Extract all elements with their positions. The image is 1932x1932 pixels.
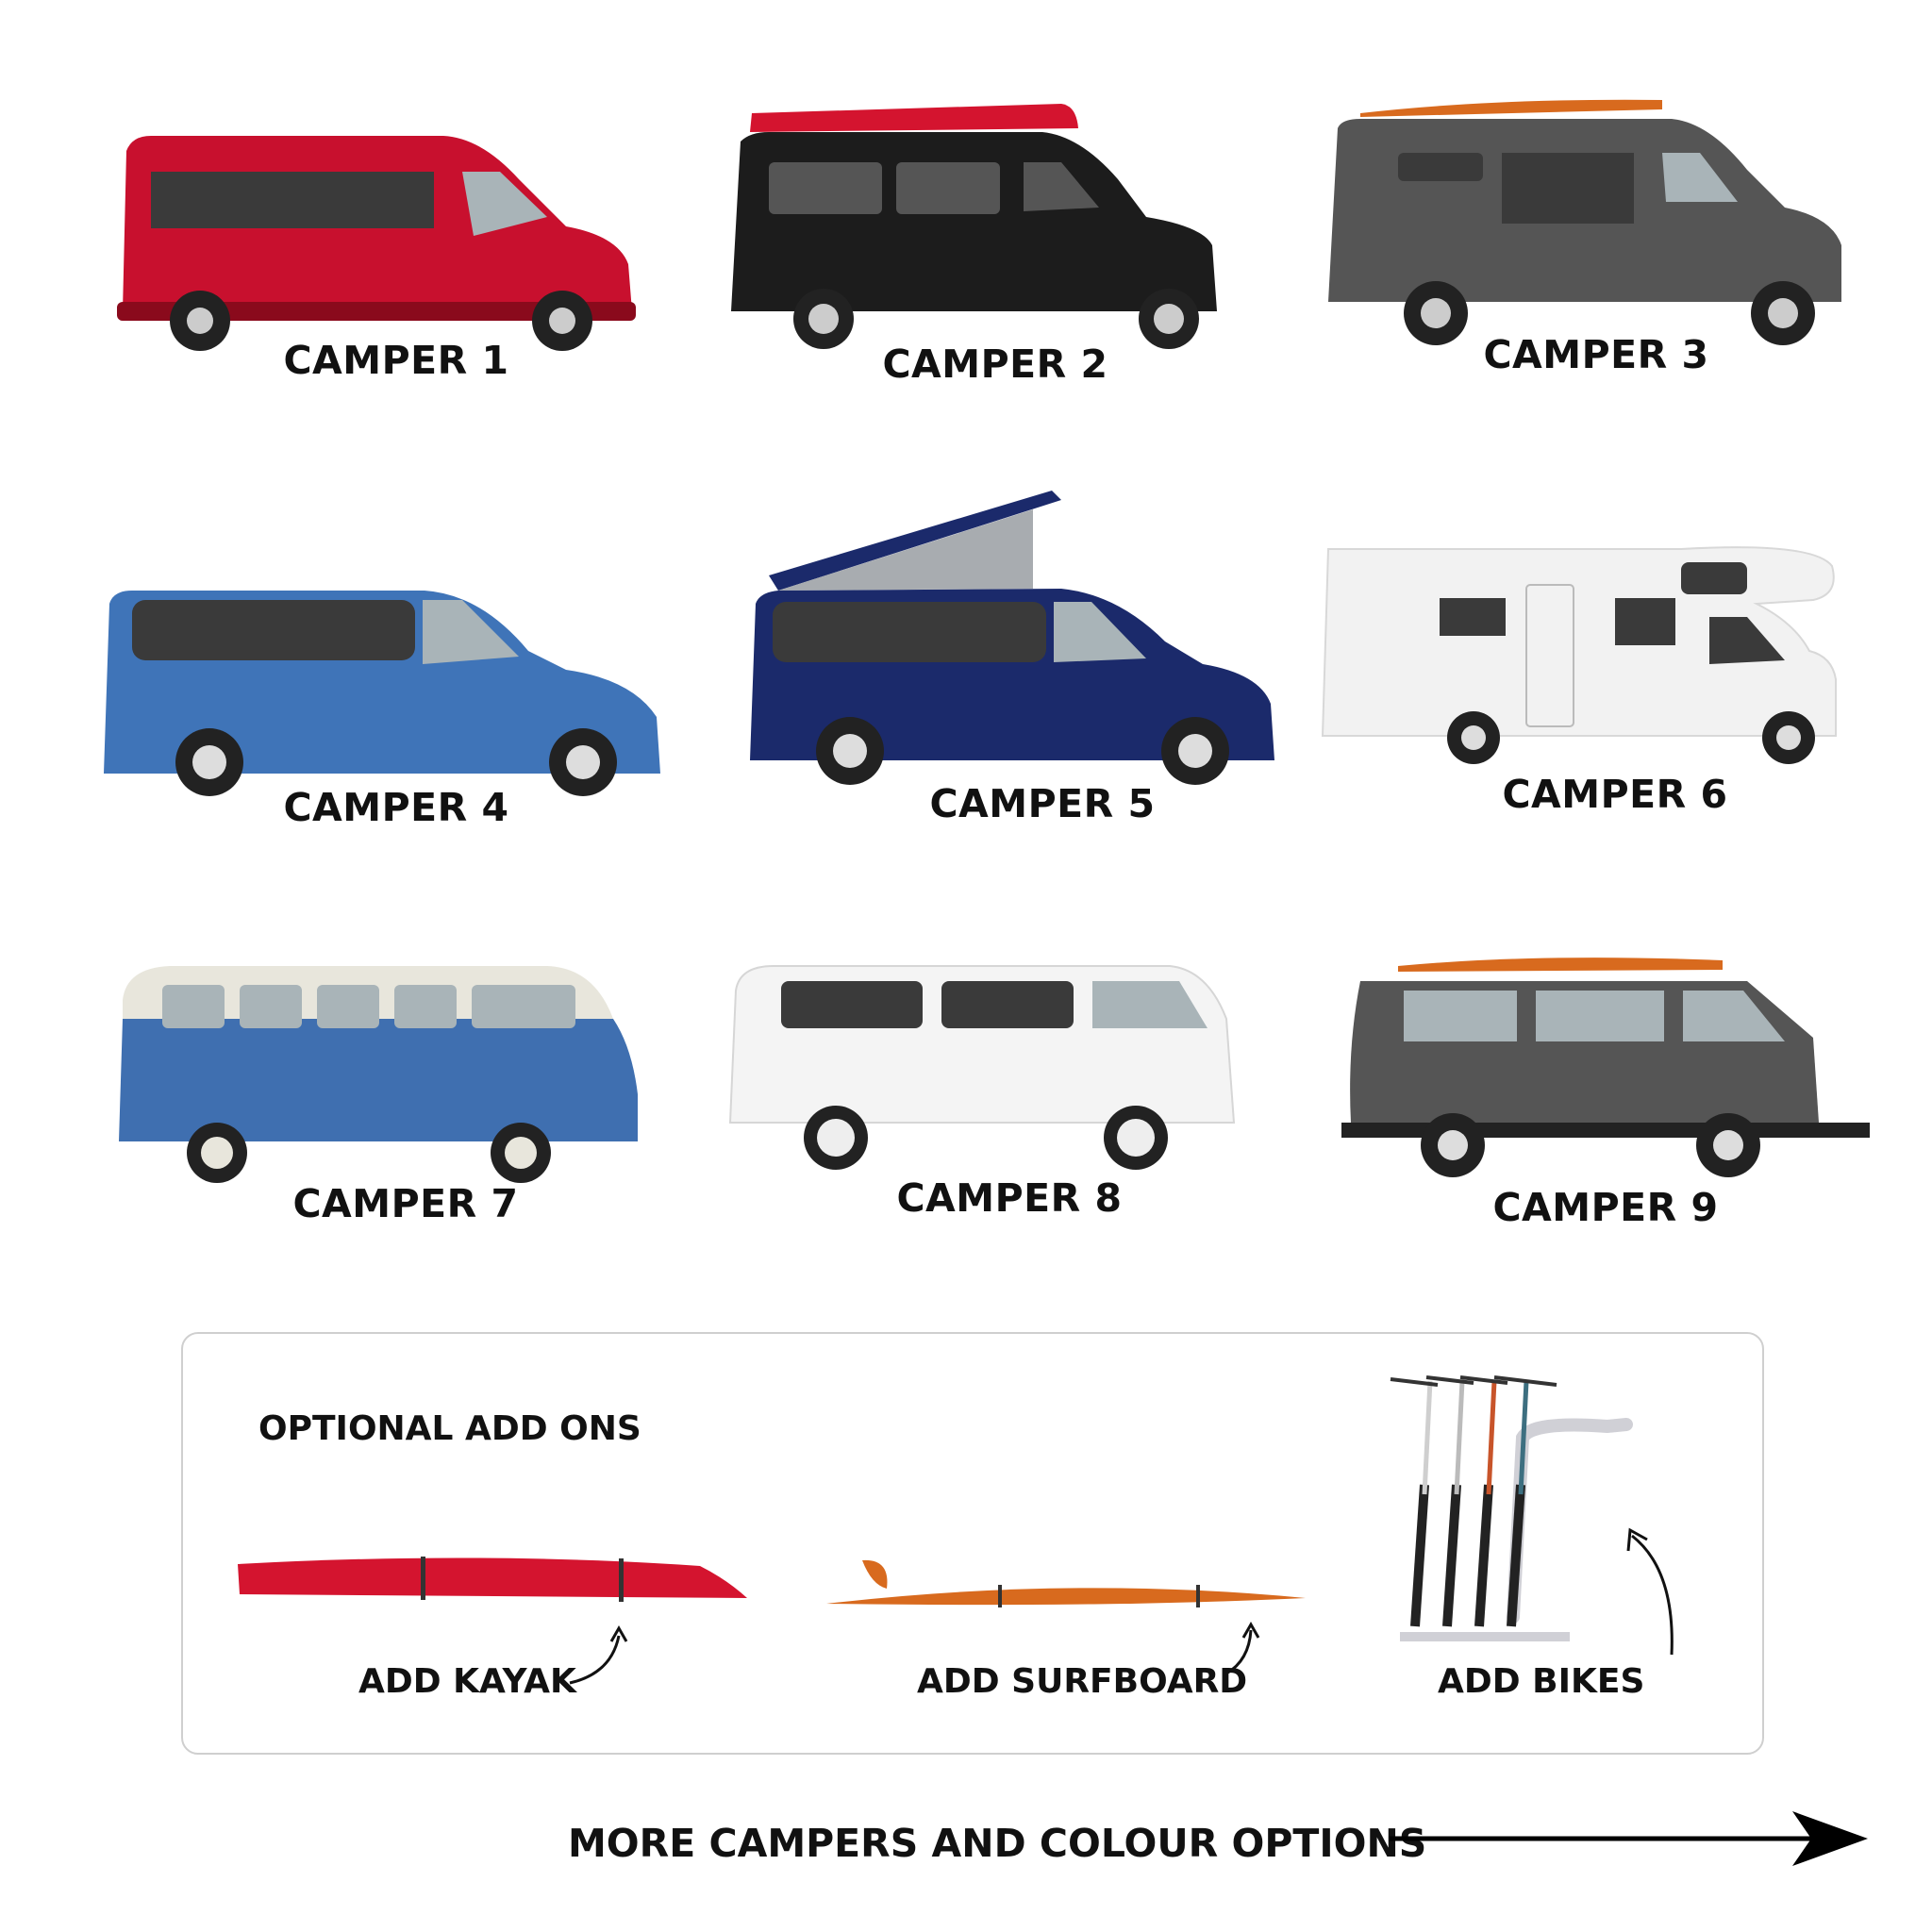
bay-window-van-icon (728, 965, 1236, 1170)
surfboard-van-icon (1328, 99, 1841, 345)
add-kayak-label[interactable]: ADD KAYAK (358, 1662, 576, 1701)
camper-6-label: CAMPER 6 (1502, 772, 1728, 817)
camper-4-label: CAMPER 4 (283, 785, 509, 830)
camper-3-label: CAMPER 3 (1483, 332, 1709, 377)
camper-2-label: CAMPER 2 (882, 341, 1108, 387)
camper-9-label: CAMPER 9 (1492, 1185, 1719, 1230)
surfboard-arrow-icon (1225, 1621, 1260, 1675)
camper-8-label: CAMPER 8 (896, 1175, 1123, 1221)
minivan-icon (104, 591, 660, 796)
camper-5-label: CAMPER 5 (929, 781, 1156, 826)
camper-7-label: CAMPER 7 (292, 1181, 519, 1226)
camper-1[interactable]: CAMPER 1 (104, 123, 689, 434)
camper-9[interactable]: CAMPER 9 (1313, 943, 1898, 1255)
camper-1-label: CAMPER 1 (283, 338, 509, 383)
camper-4[interactable]: CAMPER 4 (104, 566, 689, 877)
split-screen-bus-icon (119, 966, 638, 1183)
addons-title: OPTIONAL ADD ONS (258, 1409, 641, 1448)
add-surfboard-label[interactable]: ADD SURFBOARD (917, 1662, 1248, 1701)
motorhome-icon (1321, 546, 1837, 764)
pop-top-van-icon (750, 491, 1274, 785)
camper-8[interactable]: CAMPER 8 (717, 953, 1302, 1264)
optional-addons-panel: OPTIONAL ADD ONS ADD KAYAK ADD SURFBOARD (181, 1332, 1764, 1755)
bikes-arrow-icon (1626, 1527, 1674, 1656)
camper-7[interactable]: CAMPER 7 (113, 953, 698, 1264)
surfboard-icon (826, 1559, 1306, 1607)
kayak-arrow-icon (569, 1624, 628, 1685)
kayak-icon (238, 1557, 747, 1602)
camper-3[interactable]: CAMPER 3 (1304, 85, 1889, 396)
bike-rack-icon (1390, 1375, 1633, 1641)
roof-kayak-van-icon (731, 104, 1217, 349)
boxy-van-surfboard-icon (1341, 958, 1870, 1177)
more-campers-text[interactable]: MORE CAMPERS AND COLOUR OPTIONS (568, 1821, 1427, 1866)
camper-6[interactable]: CAMPER 6 (1321, 528, 1907, 840)
arrow-right-icon[interactable] (1387, 1806, 1877, 1872)
camper-5[interactable]: CAMPER 5 (750, 491, 1335, 826)
high-roof-van-icon (117, 136, 636, 351)
add-bikes-label[interactable]: ADD BIKES (1438, 1662, 1645, 1701)
camper-2[interactable]: CAMPER 2 (703, 94, 1288, 406)
